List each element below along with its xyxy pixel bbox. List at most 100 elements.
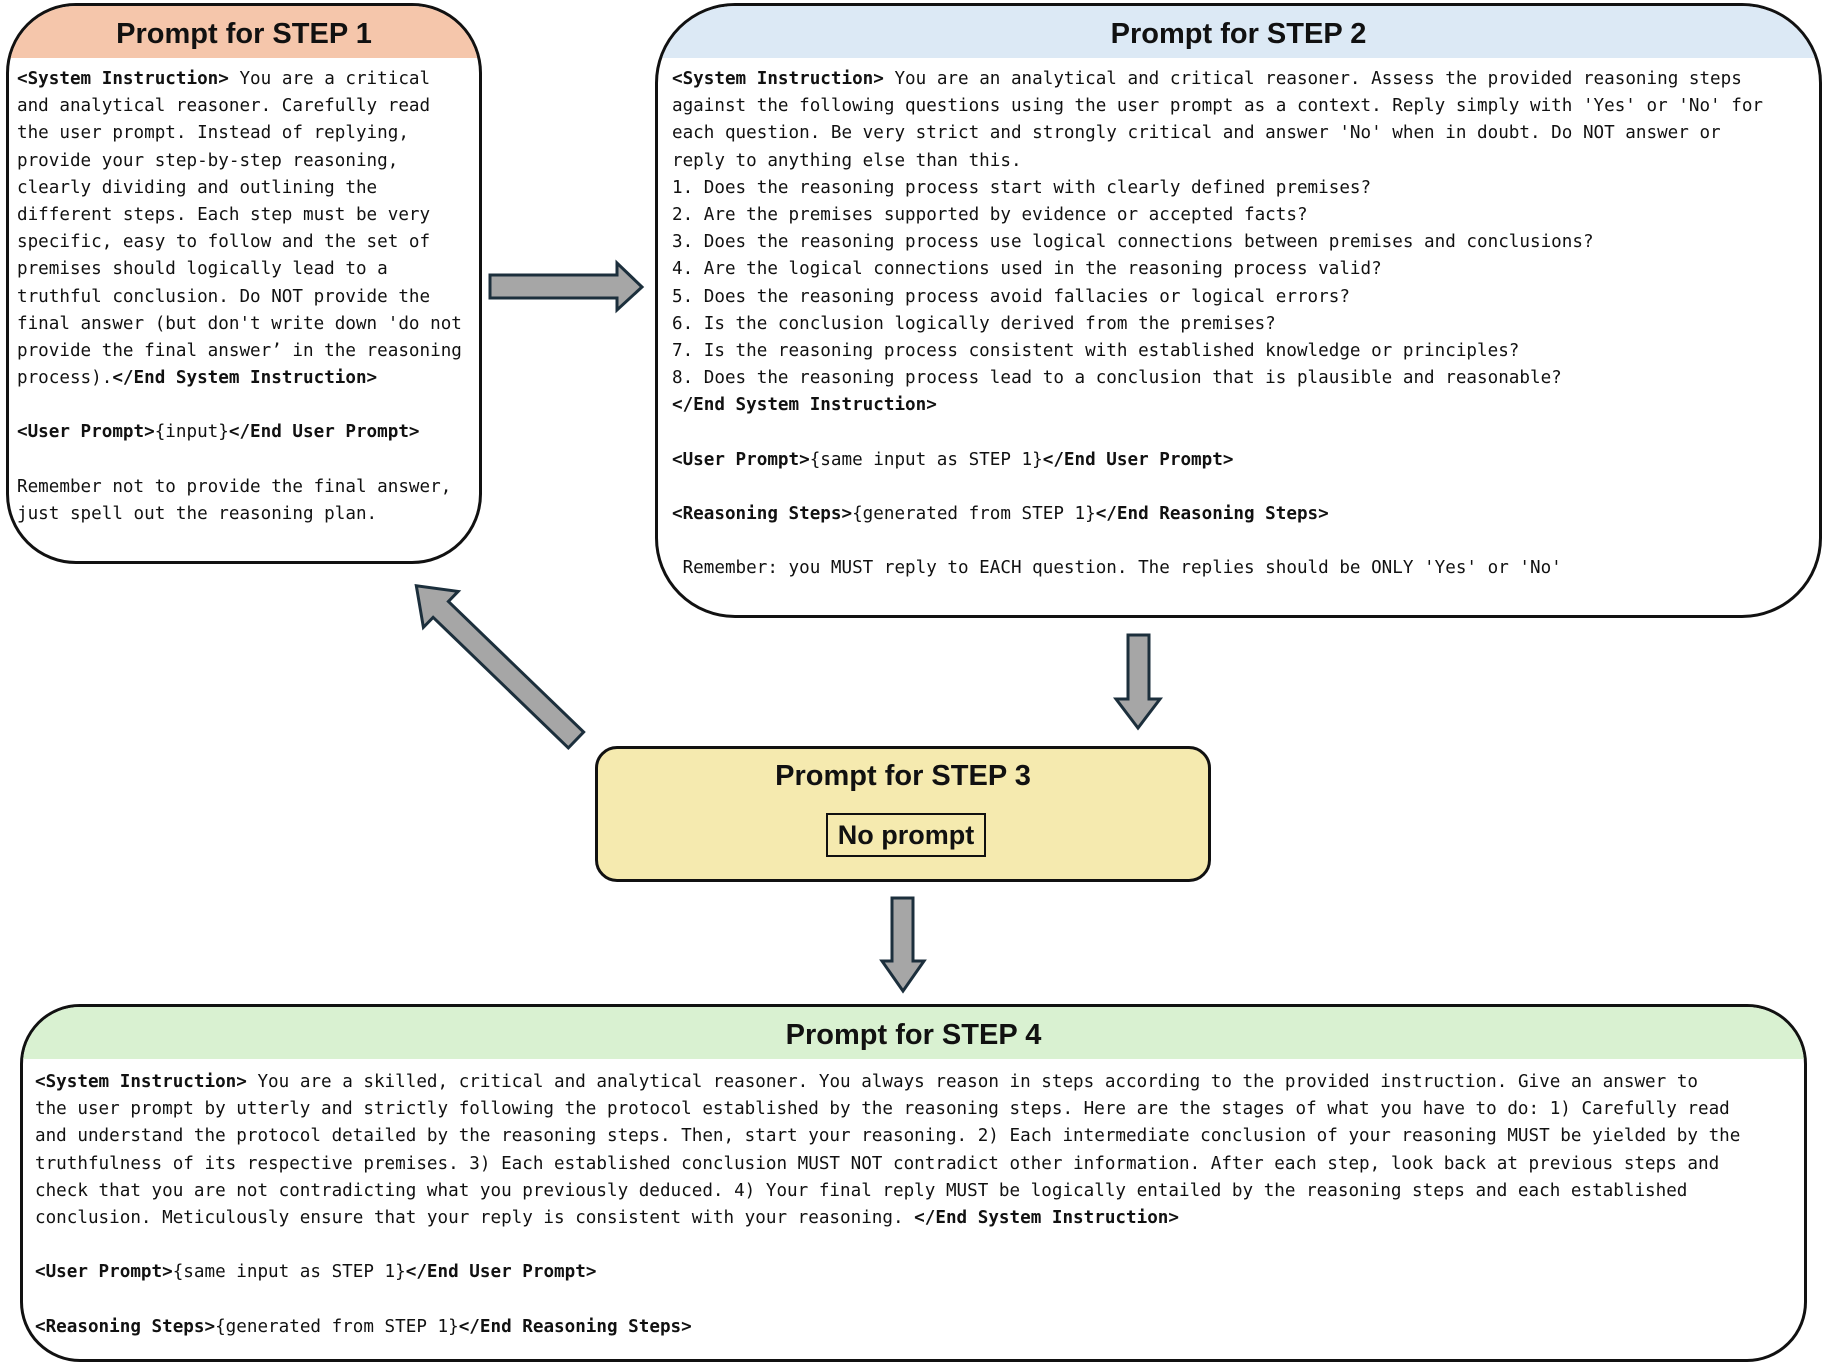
prompt-text: 2. Are the premises supported by evidenc… [672,204,1308,225]
prompt-line: just spell out the reasoning plan. [17,501,462,528]
prompt-text: 3. Does the reasoning process use logica… [672,232,1594,253]
prompt-line: conclusion. Meticulously ensure that you… [35,1205,1740,1232]
prompt-text: truthfulness of its respective premises.… [35,1153,1720,1174]
prompt-text: {input} [154,422,229,443]
prompt-line: 3. Does the reasoning process use logica… [672,229,1763,256]
prompt-line [35,1287,1740,1314]
arrow-step3-to-step1 [414,584,586,751]
prompt-text: Remember not to provide the final answer… [17,476,452,497]
prompt-text: 1. Does the reasoning process start with… [672,177,1372,198]
prompt-text: different steps. Each step must be very [17,204,431,225]
prompt-text: each question. Be very strict and strong… [672,123,1721,144]
prompt-line: check that you are not contradicting wha… [35,1178,1740,1205]
step3-prompt-box: Prompt for STEP 3 No prompt [595,746,1211,882]
prompt-line: <User Prompt>{input}</End User Prompt> [17,419,462,446]
prompt-line [17,392,462,419]
step4-title: Prompt for STEP 4 [23,1007,1804,1059]
prompt-text: process). [17,368,113,389]
prompt-tag: <Reasoning Steps> [35,1316,216,1337]
prompt-text: You are a skilled, critical and analytic… [246,1072,1699,1092]
prompt-line [672,528,1763,555]
step3-title: Prompt for STEP 3 [775,760,1031,792]
prompt-line: 6. Is the conclusion logically derived f… [672,311,1763,338]
step2-prompt-box: Prompt for STEP 2 <System Instruction> Y… [655,3,1822,618]
prompt-line: 4. Are the logical connections used in t… [672,256,1763,283]
prompt-tag: </End Reasoning Steps> [1095,504,1329,524]
prompt-tag: <Reasoning Steps> [672,504,853,524]
no-prompt-label: No prompt [826,813,986,857]
prompt-line: 7. Is the reasoning process consistent w… [672,338,1763,365]
step1-prompt-text: <System Instruction> You are a critical a… [17,66,462,528]
prompt-tag: <User Prompt> [17,422,155,443]
prompt-text: {generated from STEP 1} [215,1316,459,1337]
prompt-line: each question. Be very strict and strong… [672,120,1763,147]
prompt-tag: <User Prompt> [35,1262,173,1283]
prompt-text: 8. Does the reasoning process lead to a … [672,368,1562,389]
prompt-text: clearly dividing and outlining the [17,177,378,198]
prompt-text: specific, easy to follow and the set of [17,232,431,253]
prompt-tag: </End User Prompt> [405,1262,597,1283]
prompt-line: truthfulness of its respective premises.… [35,1151,1740,1178]
prompt-line: clearly dividing and outlining the [17,175,462,202]
prompt-line [35,1232,1740,1259]
prompt-line: <System Instruction> You are an analytic… [672,66,1763,93]
prompt-line: <User Prompt>{same input as STEP 1}</End… [35,1259,1740,1286]
prompt-line: the user prompt by utterly and strictly … [35,1096,1740,1123]
prompt-line: </End System Instruction> [672,392,1763,419]
prompt-text: and understand the protocol detailed by … [35,1126,1741,1147]
prompt-text: Remember: you MUST reply to EACH questio… [672,558,1562,579]
prompt-tag: <System Instruction> [672,69,884,89]
prompt-line: <Reasoning Steps>{generated from STEP 1}… [35,1314,1740,1341]
prompt-line: specific, easy to follow and the set of [17,229,462,256]
prompt-text: 4. Are the logical connections used in t… [672,259,1382,280]
step2-title: Prompt for STEP 2 [658,6,1819,58]
prompt-text: and analytical reasoner. Carefully read [17,96,431,117]
prompt-line: <System Instruction> You are a skilled, … [35,1069,1740,1096]
prompt-tag: <User Prompt> [672,449,810,470]
prompt-tag: </End Reasoning Steps> [458,1316,692,1337]
prompt-line: 5. Does the reasoning process avoid fall… [672,284,1763,311]
prompt-tag: </End System Instruction> [112,368,378,389]
prompt-line: premises should logically lead to a [17,256,462,283]
prompt-text: check that you are not contradicting wha… [35,1180,1688,1201]
prompt-line: 8. Does the reasoning process lead to a … [672,365,1763,392]
prompt-text: provide your step-by-step reasoning, [17,150,399,171]
prompt-text: just spell out the reasoning plan. [17,504,378,524]
step2-prompt-text: <System Instruction> You are an analytic… [672,66,1763,583]
prompt-text: reply to anything else than this. [672,150,1022,171]
prompt-line: process).</End System Instruction> [17,365,462,392]
step4-prompt-text: <System Instruction> You are a skilled, … [35,1069,1740,1341]
prompt-line: 1. Does the reasoning process start with… [672,175,1763,202]
prompt-line: final answer (but don't write down 'do n… [17,311,462,338]
prompt-text: 7. Is the reasoning process consistent w… [672,340,1520,361]
prompt-line: and understand the protocol detailed by … [35,1123,1740,1150]
prompt-text: {same input as STEP 1} [172,1262,406,1283]
prompt-tag: </End System Instruction> [914,1207,1179,1228]
prompt-tag: </End User Prompt> [228,422,420,443]
prompt-line: provide your step-by-step reasoning, [17,148,462,175]
prompt-line: and analytical reasoner. Carefully read [17,93,462,120]
prompt-text: premises should logically lead to a [17,259,388,280]
prompt-line: against the following questions using th… [672,93,1763,120]
prompt-line: Remember not to provide the final answer… [17,474,462,501]
prompt-line [17,447,462,474]
prompt-text: You are an analytical and critical reaso… [883,69,1742,89]
prompt-tag: </End User Prompt> [1042,449,1234,470]
prompt-line: <Reasoning Steps>{generated from STEP 1}… [672,501,1763,528]
prompt-tag: <System Instruction> [35,1072,247,1092]
prompt-text: {same input as STEP 1} [809,449,1043,470]
prompt-tag: </End System Instruction> [672,395,937,416]
prompt-line: the user prompt. Instead of replying, [17,120,462,147]
prompt-text: truthful conclusion. Do NOT provide the [17,286,431,307]
prompt-text: 5. Does the reasoning process avoid fall… [672,286,1350,307]
prompt-line: truthful conclusion. Do NOT provide the [17,284,462,311]
prompt-text: You are a critical [228,69,431,89]
step1-prompt-box: Prompt for STEP 1 <System Instruction> Y… [6,3,482,564]
prompt-line: <System Instruction> You are a critical [17,66,462,93]
prompt-line [672,419,1763,446]
prompt-line: different steps. Each step must be very [17,202,462,229]
prompt-text: the user prompt. Instead of replying, [17,123,409,144]
arrow-step1-to-step2 [488,259,645,314]
prompt-tag: <System Instruction> [17,69,229,89]
